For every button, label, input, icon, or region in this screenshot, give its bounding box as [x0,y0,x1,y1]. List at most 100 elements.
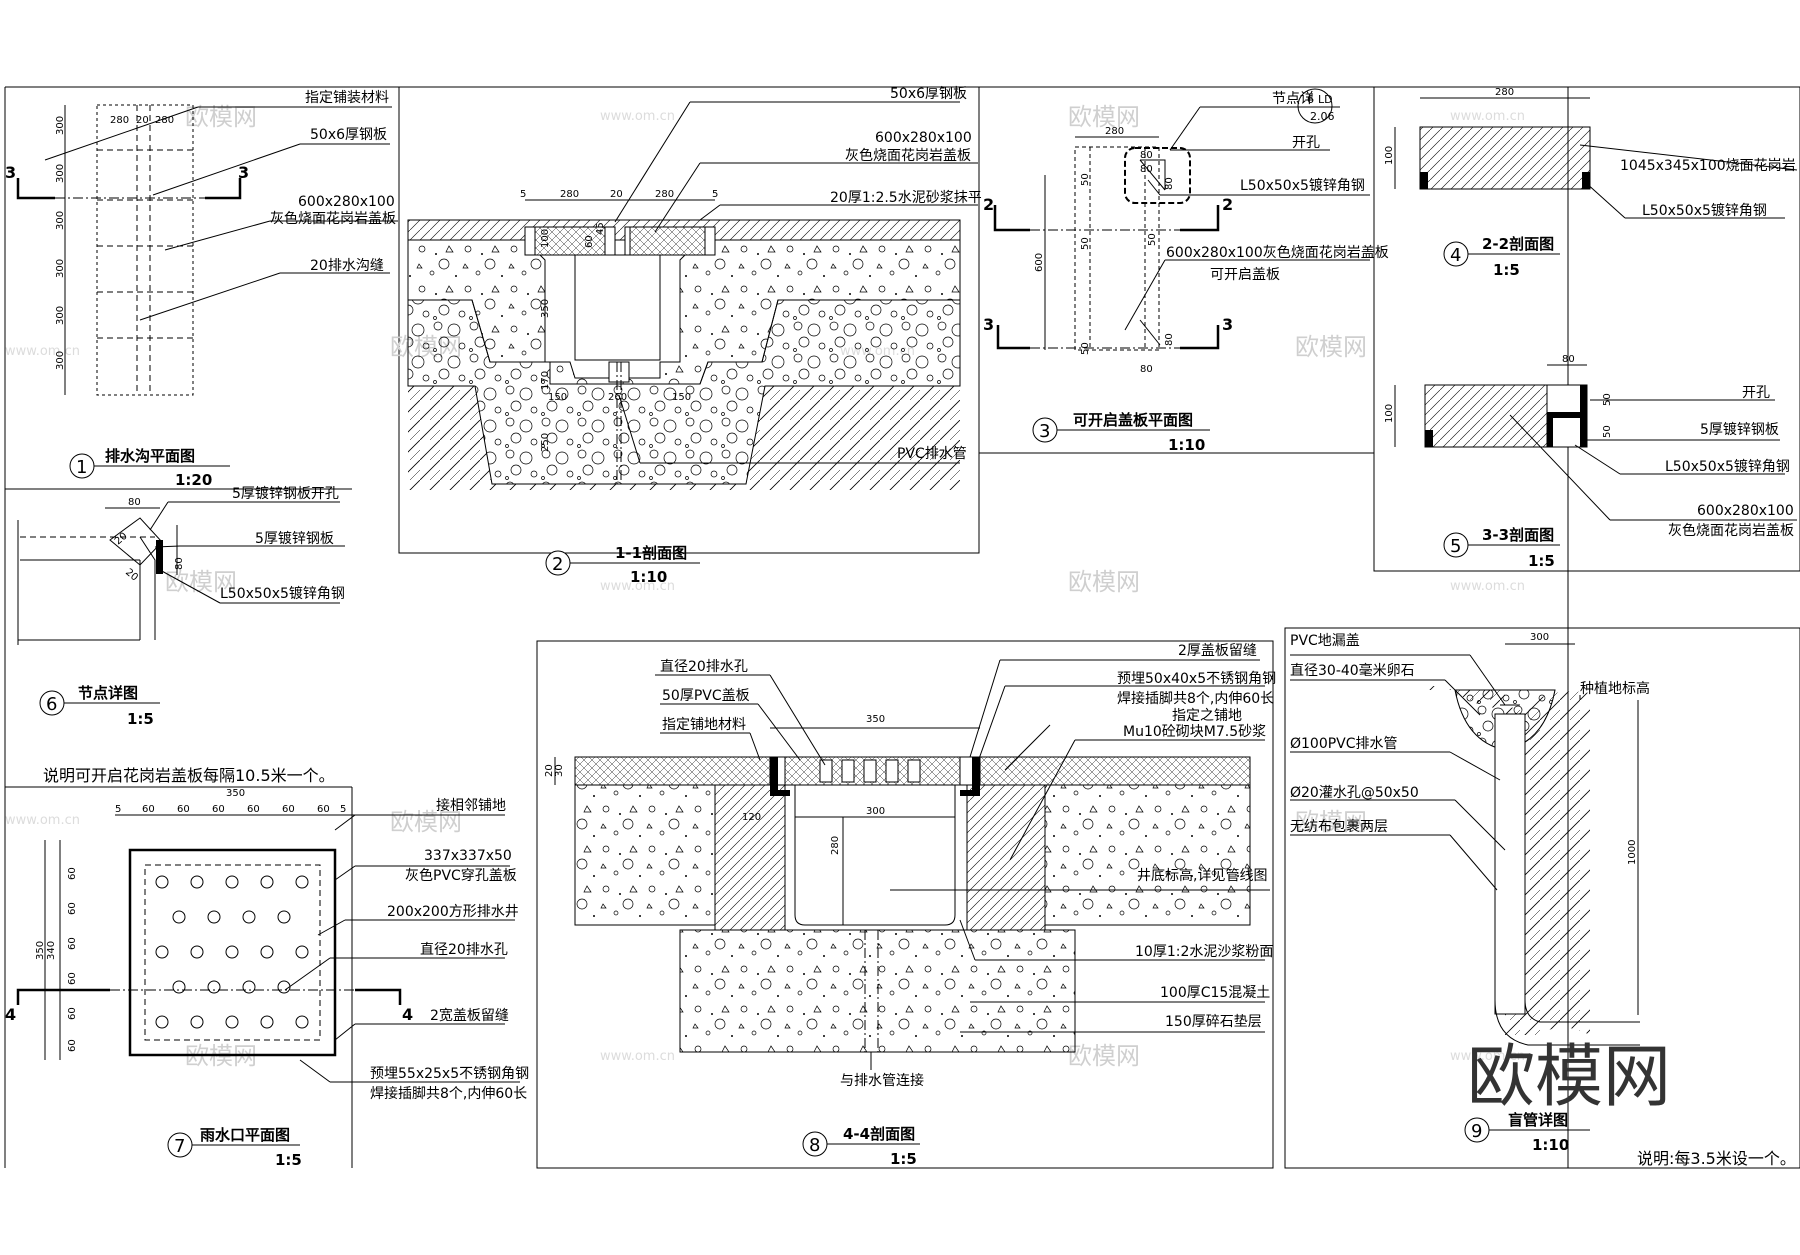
callout-label: 种植地标高 [1580,680,1650,697]
watermark-url: www.om.cn [600,1049,675,1064]
detail-scale: 1:20 [175,471,212,489]
panel-4-section-2-2: 280 100 1045x345x100烧面花岗岩 L50x50x5镀锌角钢 4… [1384,87,1798,279]
section-mark: 3 [983,315,994,334]
section-mark: 2 [983,195,994,214]
callout-label: 600x280x100 [1697,503,1794,519]
callout-label: Ø100PVC排水管 [1290,736,1398,752]
dim: 5 [340,804,346,815]
dim: 60 [212,804,225,815]
drain-hole-grid [155,875,309,1029]
callout-label: 指定之铺地 [1172,708,1242,724]
dim: 60 [67,902,78,915]
drain-hole [295,945,309,959]
callout-label: 50厚PVC盖板 [662,688,750,704]
dim: 5 [520,189,526,200]
dim: 300 [55,306,66,325]
drain-hole [295,1015,309,1029]
dim: 30 [554,764,565,777]
dim: 80 [1164,333,1175,346]
watermark-brand: 欧模网 [1295,333,1367,361]
dim: 60 [177,804,190,815]
detail-title: 排水沟平面图 [105,447,195,465]
detail-title: 2-2剖面图 [1482,235,1554,253]
dim: 280 [155,115,174,126]
callout-label: 100厚C15混凝土 [1160,985,1270,1001]
dim: 45 [595,222,606,235]
dim: 50 [1080,173,1091,186]
dim: 100 [1384,146,1395,165]
callout-label: 井底标高,详见管线图 [1137,867,1267,884]
callout-label: 指定铺地材料 [662,717,746,733]
callout-label: 20排水沟缝 [310,258,384,274]
dim: 260 [608,392,627,403]
callout-label: 200x200方形排水井 [387,904,519,920]
watermark-url: www.om.cn [5,813,80,828]
dim: 60 [67,972,78,985]
drain-hole [260,1015,274,1029]
drain-hole [277,910,291,924]
panel-1-drain-plan: 280 20 280 300 300 300 300 300 300 3 3 指… [5,90,398,489]
drain-hole [155,945,169,959]
watermark-brand: 欧模网 [390,808,462,836]
detail-scale: 1:5 [275,1151,302,1169]
section-mark: 3 [238,163,249,182]
dim: 1000 [1627,840,1638,865]
detail-title: 3-3剖面图 [1482,526,1554,544]
callout-label: 开孔 [1292,135,1320,151]
callout-label: 337x337x50 [424,848,512,864]
callout-label: 2宽盖板留缝 [430,1007,509,1024]
callout-label: 600x280x100 [875,130,972,146]
detail-number: 5 [1450,536,1461,557]
callout-label: 5厚镀锌钢板 [1700,421,1779,438]
dim: 280 [560,189,579,200]
callout-label: 灰色烧面花岗岩盖板 [1668,522,1794,539]
dim: 60 [67,937,78,950]
callout-label: PVC地漏盖 [1290,633,1360,649]
panel-5-section-3-3: 80 100 50 50 开孔 5厚镀锌钢板 L50x50x5镀锌角钢 600x… [1384,354,1797,570]
detail-scale: 1:10 [1168,436,1205,454]
detail-number: 7 [174,1136,185,1157]
callout-label: 直径20排水孔 [420,941,508,958]
dim: 350 [226,788,245,799]
dim: 120 [742,812,761,823]
dim: 280 [830,836,841,855]
dim: 20 [123,567,140,584]
drain-hole [242,910,256,924]
callout-label: 灰色烧面花岗岩盖板 [845,147,971,164]
callout-label: 开孔 [1742,385,1770,401]
panel-6-node-detail: 80 80 20 20 5厚镀锌钢板开孔 5厚镀锌钢板 L50x50x5镀锌角钢… [17,485,345,785]
callout-label: 预埋55x25x5不锈钢角钢 [370,1066,529,1082]
dim: 350 [540,299,551,318]
dim: 300 [55,259,66,278]
drain-hole [207,910,221,924]
drain-hole [190,945,204,959]
watermark-url: www.om.cn [1450,1049,1525,1064]
callout-label: 预埋50x40x5不锈钢角钢 [1117,671,1276,687]
dim: 5 [115,804,121,815]
dim: 20 [610,189,623,200]
drain-hole [260,945,274,959]
dim: 50 [1147,233,1158,246]
watermark-url: www.om.cn [1450,579,1525,594]
dim: 280 [110,115,129,126]
dim: 60 [282,804,295,815]
dim: 50 [1080,342,1091,355]
dim: 60 [142,804,155,815]
callout-label: 5厚镀锌钢板开孔 [232,485,339,502]
callout-label: 6 [1307,93,1314,106]
watermark-url: www.om.cn [600,579,675,594]
dim: 50 [1080,237,1091,250]
callout-label: 可开启盖板 [1210,267,1280,283]
dim: 150 [548,392,567,403]
callout-label: L50x50x5镀锌角钢 [1665,458,1790,475]
dim: 280 [1105,126,1124,137]
callout-label: 2.06 [1310,110,1335,123]
detail-title: 雨水口平面图 [200,1126,290,1144]
detail-title: 节点详图 [78,684,138,702]
drain-hole [260,875,274,889]
dim: 150 [672,392,691,403]
callout-label: 与排水管连接 [840,1072,924,1089]
watermark-brand: 欧模网 [1068,1042,1140,1070]
panel-frames [4,86,1800,1169]
callout-label: 150厚碎石垫层 [1165,1014,1262,1030]
